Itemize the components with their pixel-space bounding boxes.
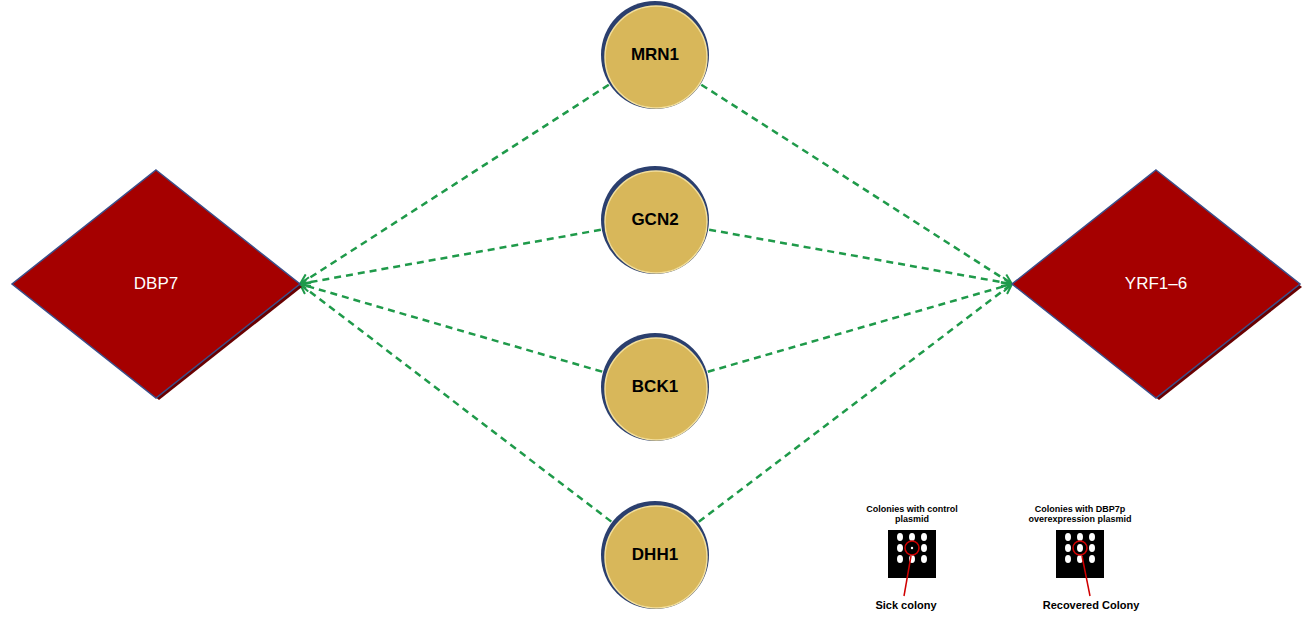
colony-dot [897,544,903,552]
colony-dot [897,533,903,541]
colony-dot [921,555,927,563]
colony-dot [1089,555,1095,563]
colony-dot [1065,555,1071,563]
plate-control [888,530,936,578]
colony-dot [911,547,913,549]
gene-circle: GCN2 [600,165,710,275]
gene-name: GCN2 [631,210,678,230]
colony-dot [1077,544,1083,552]
colony-dot [1089,533,1095,541]
dashed-arrow [701,85,1012,284]
colony-dot [1089,544,1095,552]
colony-dot [921,533,927,541]
gene-name: MRN1 [631,45,679,65]
gene-name: BCK1 [632,377,678,397]
gene-name: DBP7 [134,274,178,294]
gene-circle: BCK1 [600,332,710,442]
gene-circle: MRN1 [600,0,710,110]
colony-dot [1065,533,1071,541]
plate-caption: Colonies with DBP7p overexpression plasm… [1022,504,1138,525]
colony-dot [1065,544,1071,552]
dashed-arrow [300,284,611,522]
recovered-colony-ring [1073,541,1087,555]
colony-label: Sick colony [858,599,954,612]
leader-line [1082,556,1090,596]
colony-dot [897,555,903,563]
dashed-arrow [708,284,1012,372]
leader-line [904,556,911,596]
dashed-arrow [709,230,1012,284]
dashed-arrow [300,85,609,284]
gene-name: YRF1–6 [1125,274,1187,294]
plate-overexpression [1056,530,1104,578]
colony-dot [909,533,915,541]
gene-diamond: YRF1–6 [1012,170,1300,398]
gene-circle: DHH1 [600,500,710,610]
dashed-arrow [300,230,601,284]
colony-dot [921,544,927,552]
dashed-arrow [699,284,1012,522]
sick-colony-ring [905,541,919,555]
colony-dot [1077,533,1083,541]
colony-dots [897,533,1095,563]
plate-caption: Colonies with control plasmid [862,504,962,525]
colony-label: Recovered Colony [1036,599,1146,612]
gene-name: DHH1 [632,545,678,565]
dashed-arrow [300,284,602,372]
gene-diamond: DBP7 [12,170,300,398]
